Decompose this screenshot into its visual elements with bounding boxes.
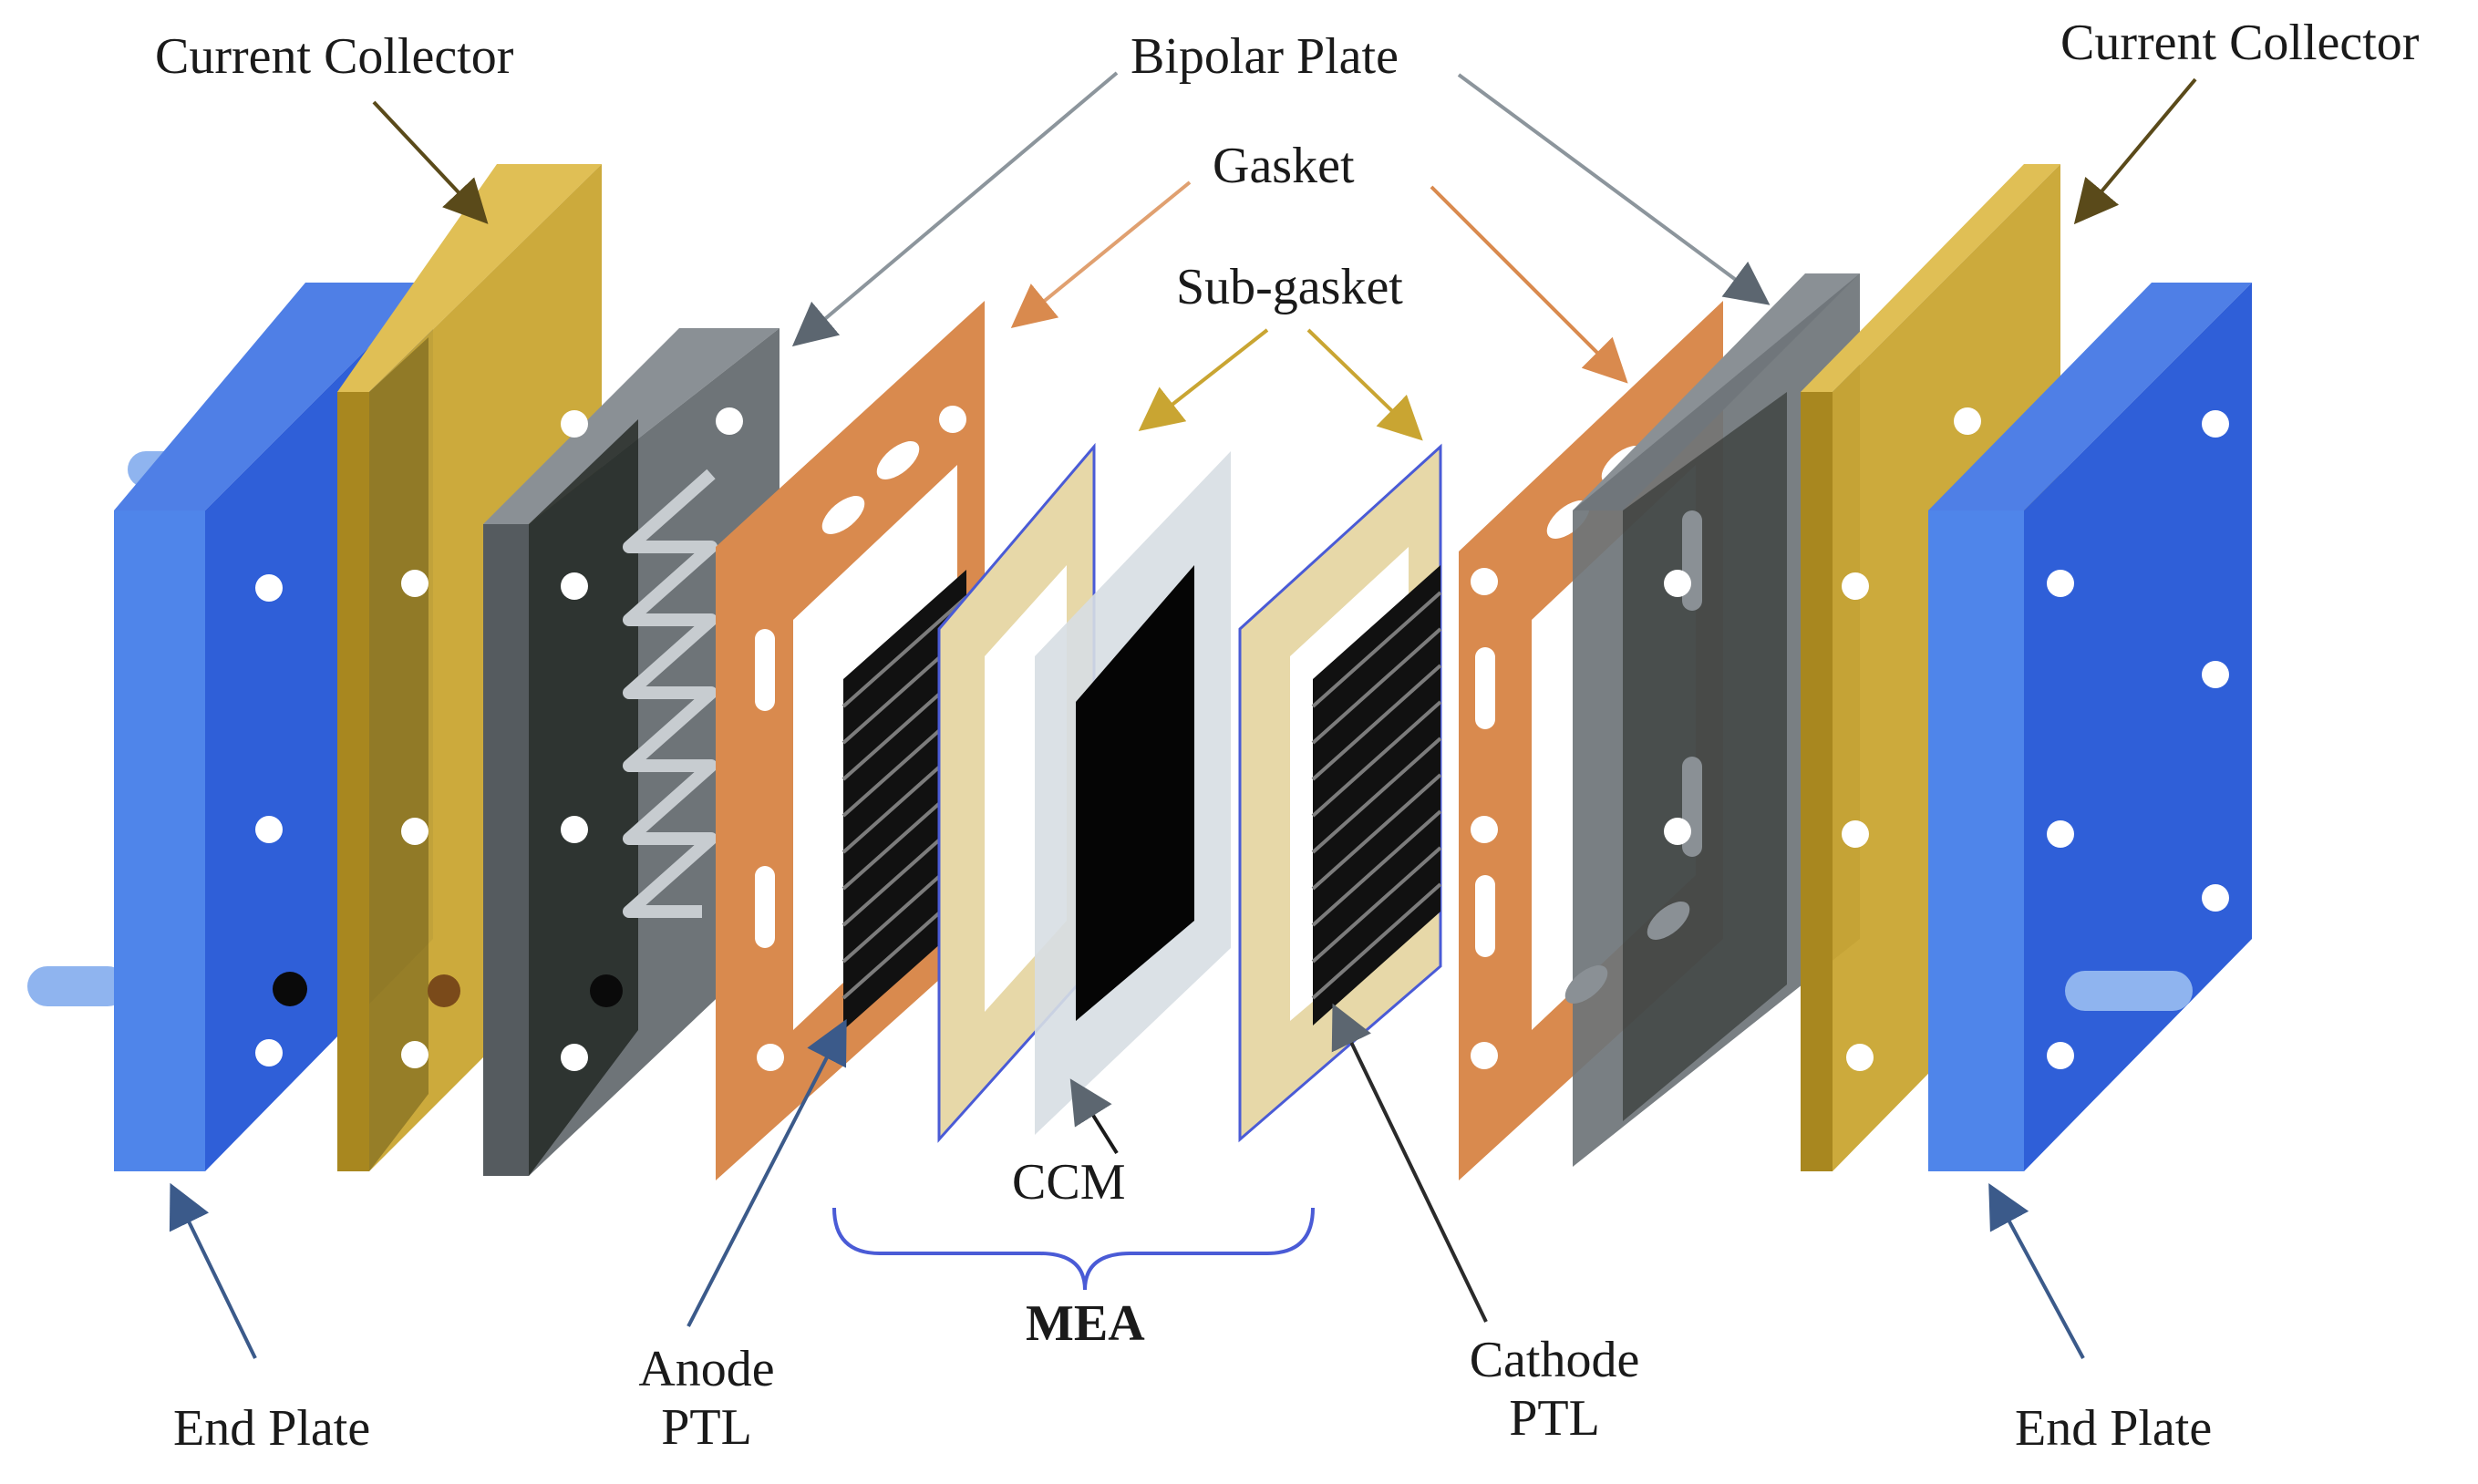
label-cathode-line1: Cathode [1469,1332,1640,1388]
label-end-plate-right: End Plate [2015,1400,2213,1457]
label-end-plate-left: End Plate [173,1400,371,1457]
label-current-collector-left: Current Collector [155,28,514,85]
bipolar-plate-right [1564,273,1860,1167]
label-gasket: Gasket [1213,138,1355,194]
mea-brace [832,1207,1315,1291]
label-cathode-ptl: Cathode PTL [1436,1331,1673,1448]
label-cathode-line2: PTL [1509,1390,1600,1448]
end-plate-right [1928,283,2252,1171]
label-anode-ptl: Anode PTL [615,1340,798,1458]
callout-arrows [169,71,2197,1359]
cathode-ptl [1311,565,1442,1025]
label-anode-line1: Anode [638,1341,775,1397]
label-ccm: CCM [1012,1154,1126,1211]
label-current-collector-right: Current Collector [2060,15,2420,71]
anode-ptl [841,570,968,1030]
label-bipolar-plate: Bipolar Plate [1131,28,1399,85]
ccm-membrane [1035,451,1231,1135]
label-mea: MEA [1026,1295,1145,1352]
label-anode-line2: PTL [661,1399,752,1457]
label-sub-gasket: Sub-gasket [1176,259,1403,315]
